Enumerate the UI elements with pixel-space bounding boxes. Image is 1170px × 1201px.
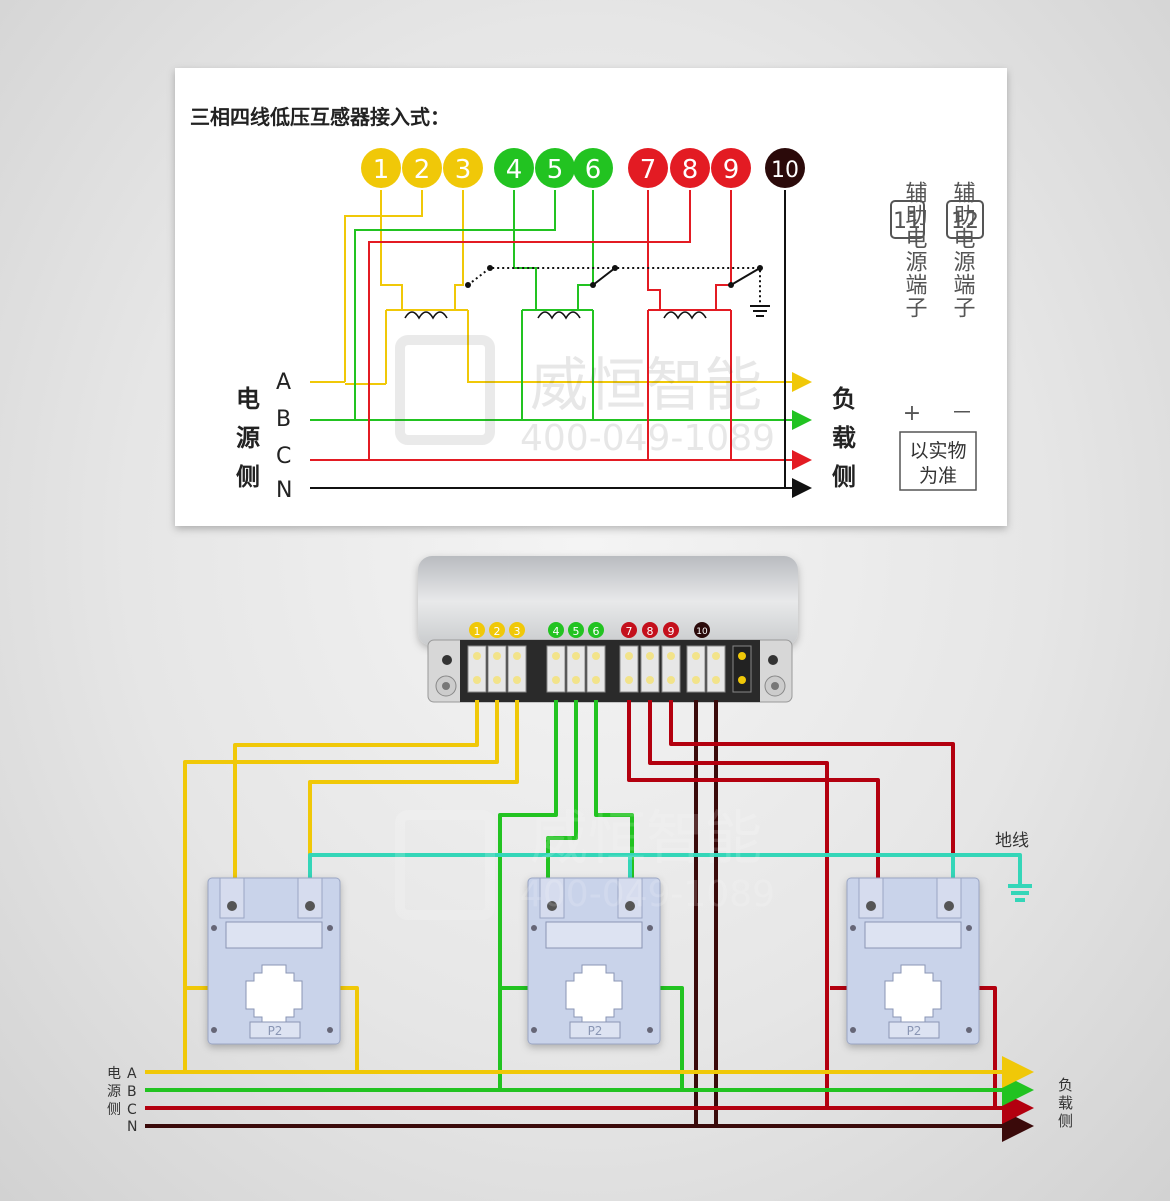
ct-p2-label: P2 [907, 1024, 922, 1038]
watermark-lower: 威恒智能 400-049-1089 [395, 804, 775, 920]
terminal-4: 4 [506, 155, 523, 185]
current-transformer: P2 [846, 877, 980, 1045]
meter-terminal-block: 1 2 3 4 5 6 7 8 9 10 [418, 556, 798, 703]
panel-phase-c: C [276, 444, 291, 469]
aux-sign-plus: + [903, 401, 921, 426]
terminal-3: 3 [455, 155, 472, 185]
meter-terminal-cells [467, 645, 752, 693]
meter-terminal-cell [619, 645, 639, 693]
panel-source-3: 侧 [236, 463, 260, 491]
meter-terminal-1: 1 [474, 625, 481, 638]
watermark-upper: 威恒智能 400-049-1089 [395, 335, 775, 459]
ct-coils [404, 311, 707, 320]
terminal-5: 5 [547, 155, 564, 185]
current-transformers: P2 P2 P2 [207, 877, 980, 1045]
lower-source-3: 侧 [107, 1102, 121, 1118]
panel-phase-n: N [276, 478, 292, 503]
meter-terminal-5: 5 [573, 625, 580, 638]
lower-phase-n: N [127, 1119, 137, 1135]
meter-terminal-3: 3 [514, 625, 521, 638]
panel-phase-b: B [276, 407, 291, 432]
meter-terminal-dots: 1 2 3 4 5 6 7 8 9 10 [469, 622, 710, 638]
meter-terminal-cell [566, 645, 586, 693]
meter-terminal-7: 7 [626, 625, 633, 638]
aux-terminal-12: 12 [951, 209, 979, 234]
meter-terminal-cell [487, 645, 507, 693]
meter-terminal-cell [686, 645, 706, 693]
aux-sign-minus: － [951, 401, 973, 426]
lower-phase-c: C [127, 1102, 137, 1118]
meter-terminal-cell [732, 645, 752, 693]
meter-terminal-8: 8 [647, 625, 654, 638]
lower-phase-b: B [127, 1084, 137, 1100]
aux-label-left: 辅助电源端子 [902, 181, 928, 319]
current-transformer: P2 [207, 877, 341, 1045]
meter-terminal-cell [546, 645, 566, 693]
lower-source-1: 电 [107, 1066, 121, 1082]
terminal-1: 1 [373, 155, 390, 185]
lower-load-2: 载 [1058, 1094, 1073, 1112]
meter-terminal-cell [640, 645, 660, 693]
meter-terminal-cell [586, 645, 606, 693]
aux-label-right: 辅助电源端子 [950, 181, 976, 319]
note-line-1: 以实物 [909, 440, 966, 462]
watermark-phone-lower: 400-049-1089 [520, 874, 775, 915]
ct-p2-label: P2 [268, 1024, 283, 1038]
terminal-circles: 1 2 3 4 5 6 7 8 9 10 [361, 148, 805, 188]
ground-label: 地线 [995, 831, 1029, 851]
terminal-9: 9 [723, 155, 740, 185]
panel-load-3: 侧 [832, 463, 856, 491]
lower-load-3: 侧 [1058, 1112, 1073, 1130]
panel-phase-a: A [276, 370, 291, 395]
panel-title: 三相四线低压互感器接入式： [190, 105, 450, 129]
ct-p2-label: P2 [588, 1024, 603, 1038]
watermark-brand-upper: 威恒智能 [530, 351, 762, 419]
terminal-8: 8 [682, 155, 699, 185]
watermark-phone-upper: 400-049-1089 [520, 418, 775, 459]
terminal-10: 10 [771, 158, 799, 183]
junction-dots [465, 265, 763, 288]
panel-load-2: 载 [832, 424, 856, 452]
note-line-2: 为准 [919, 465, 957, 487]
meter-terminal-cell [706, 645, 726, 693]
meter-terminal-10: 10 [696, 627, 708, 637]
meter-terminal-9: 9 [668, 625, 675, 638]
aux-terminals: 11 12 辅助电源端子 辅助电源端子 + － 以实物 为准 [890, 181, 984, 491]
aux-terminal-11: 11 [893, 209, 921, 234]
terminal-2: 2 [414, 155, 431, 185]
lower-source-2: 源 [107, 1084, 121, 1100]
lower-wires [145, 700, 1034, 1142]
lower-phase-a: A [127, 1066, 137, 1082]
panel-source-1: 电 [236, 385, 260, 413]
meter-terminal-cell [507, 645, 527, 693]
panel-wires [310, 190, 812, 498]
current-transformer: P2 [527, 877, 661, 1045]
terminal-7: 7 [640, 155, 657, 185]
panel-load-1: 负 [832, 385, 856, 413]
schematic-panel: 三相四线低压互感器接入式： 1 2 3 4 5 6 7 8 9 10 [175, 68, 1007, 526]
panel-source-2: 源 [236, 424, 260, 452]
meter-terminal-6: 6 [593, 625, 600, 638]
meter-terminal-2: 2 [494, 625, 501, 638]
lower-load-1: 负 [1058, 1076, 1073, 1094]
terminal-6: 6 [585, 155, 602, 185]
meter-terminal-4: 4 [553, 625, 560, 638]
meter-terminal-cell [661, 645, 681, 693]
meter-terminal-cell [467, 645, 487, 693]
lower-labels: 地线 电 源 侧 A B C N 负 载 侧 [107, 831, 1073, 1135]
watermark-brand-lower: 威恒智能 [530, 804, 762, 872]
